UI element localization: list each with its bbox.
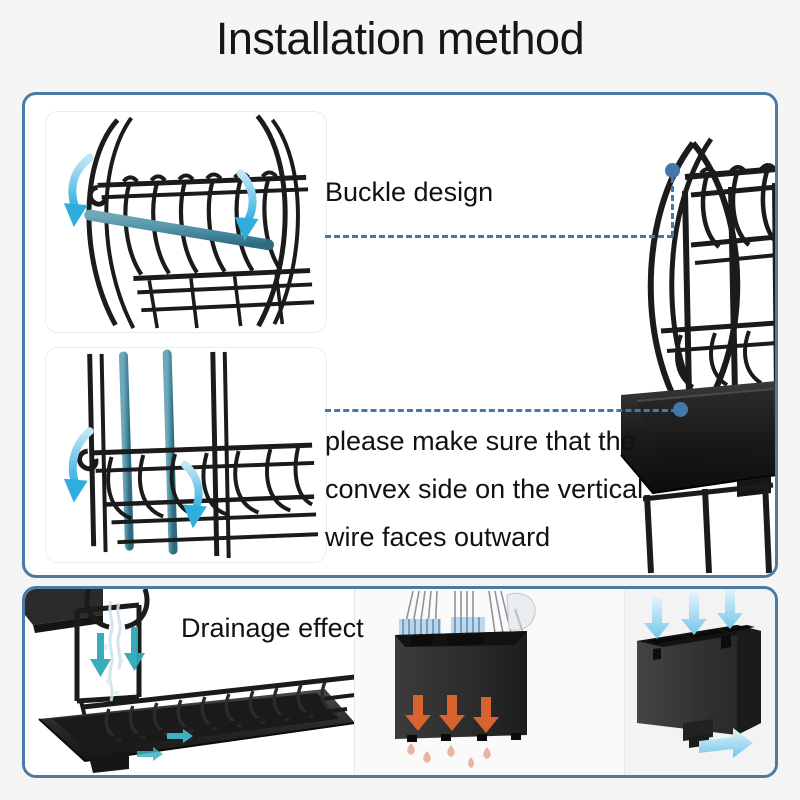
- buckle-leader-line-v: [671, 177, 674, 237]
- convex-leader-line-h: [325, 409, 677, 412]
- convex-leader-dot: [673, 402, 688, 417]
- drainage-photo: [25, 589, 355, 775]
- caddy-flow-scene: [625, 589, 775, 775]
- convex-line-1: please make sure that the: [325, 426, 636, 456]
- buckle-leader-line-h: [325, 235, 673, 238]
- cutlery-holder-photo: [355, 589, 625, 775]
- drainage-photo-scene: [25, 589, 355, 775]
- convex-callout-text: please make sure that the convex side on…: [325, 417, 697, 561]
- feature-panel: Drainage effect: [22, 586, 778, 778]
- cutlery-holder-scene: [355, 589, 625, 775]
- convex-photo-card: [45, 347, 327, 563]
- buckle-callout-label: Buckle design: [325, 177, 494, 207]
- convex-line-3: wire faces outward: [325, 522, 551, 552]
- buckle-leader-dot: [665, 163, 680, 178]
- full-rack-product-photo: [385, 95, 775, 575]
- drainage-callout-label: Drainage effect: [181, 613, 364, 643]
- bottom-divider-2: [624, 589, 625, 775]
- buckle-callout-group: Buckle design: [25, 95, 775, 575]
- buckle-photo-card: [45, 111, 327, 333]
- buckle-photo-scene: [46, 112, 326, 332]
- caddy-flow-photo: [625, 589, 775, 775]
- installation-steps-panel: Buckle design please make sure that the …: [22, 92, 778, 578]
- page-title: Installation method: [215, 13, 585, 64]
- convex-line-2: convex side on the vertical: [325, 474, 644, 504]
- convex-photo-scene: [46, 348, 326, 562]
- convex-callout-group: please make sure that the convex side on…: [25, 95, 775, 575]
- bottom-divider-1: [354, 589, 355, 775]
